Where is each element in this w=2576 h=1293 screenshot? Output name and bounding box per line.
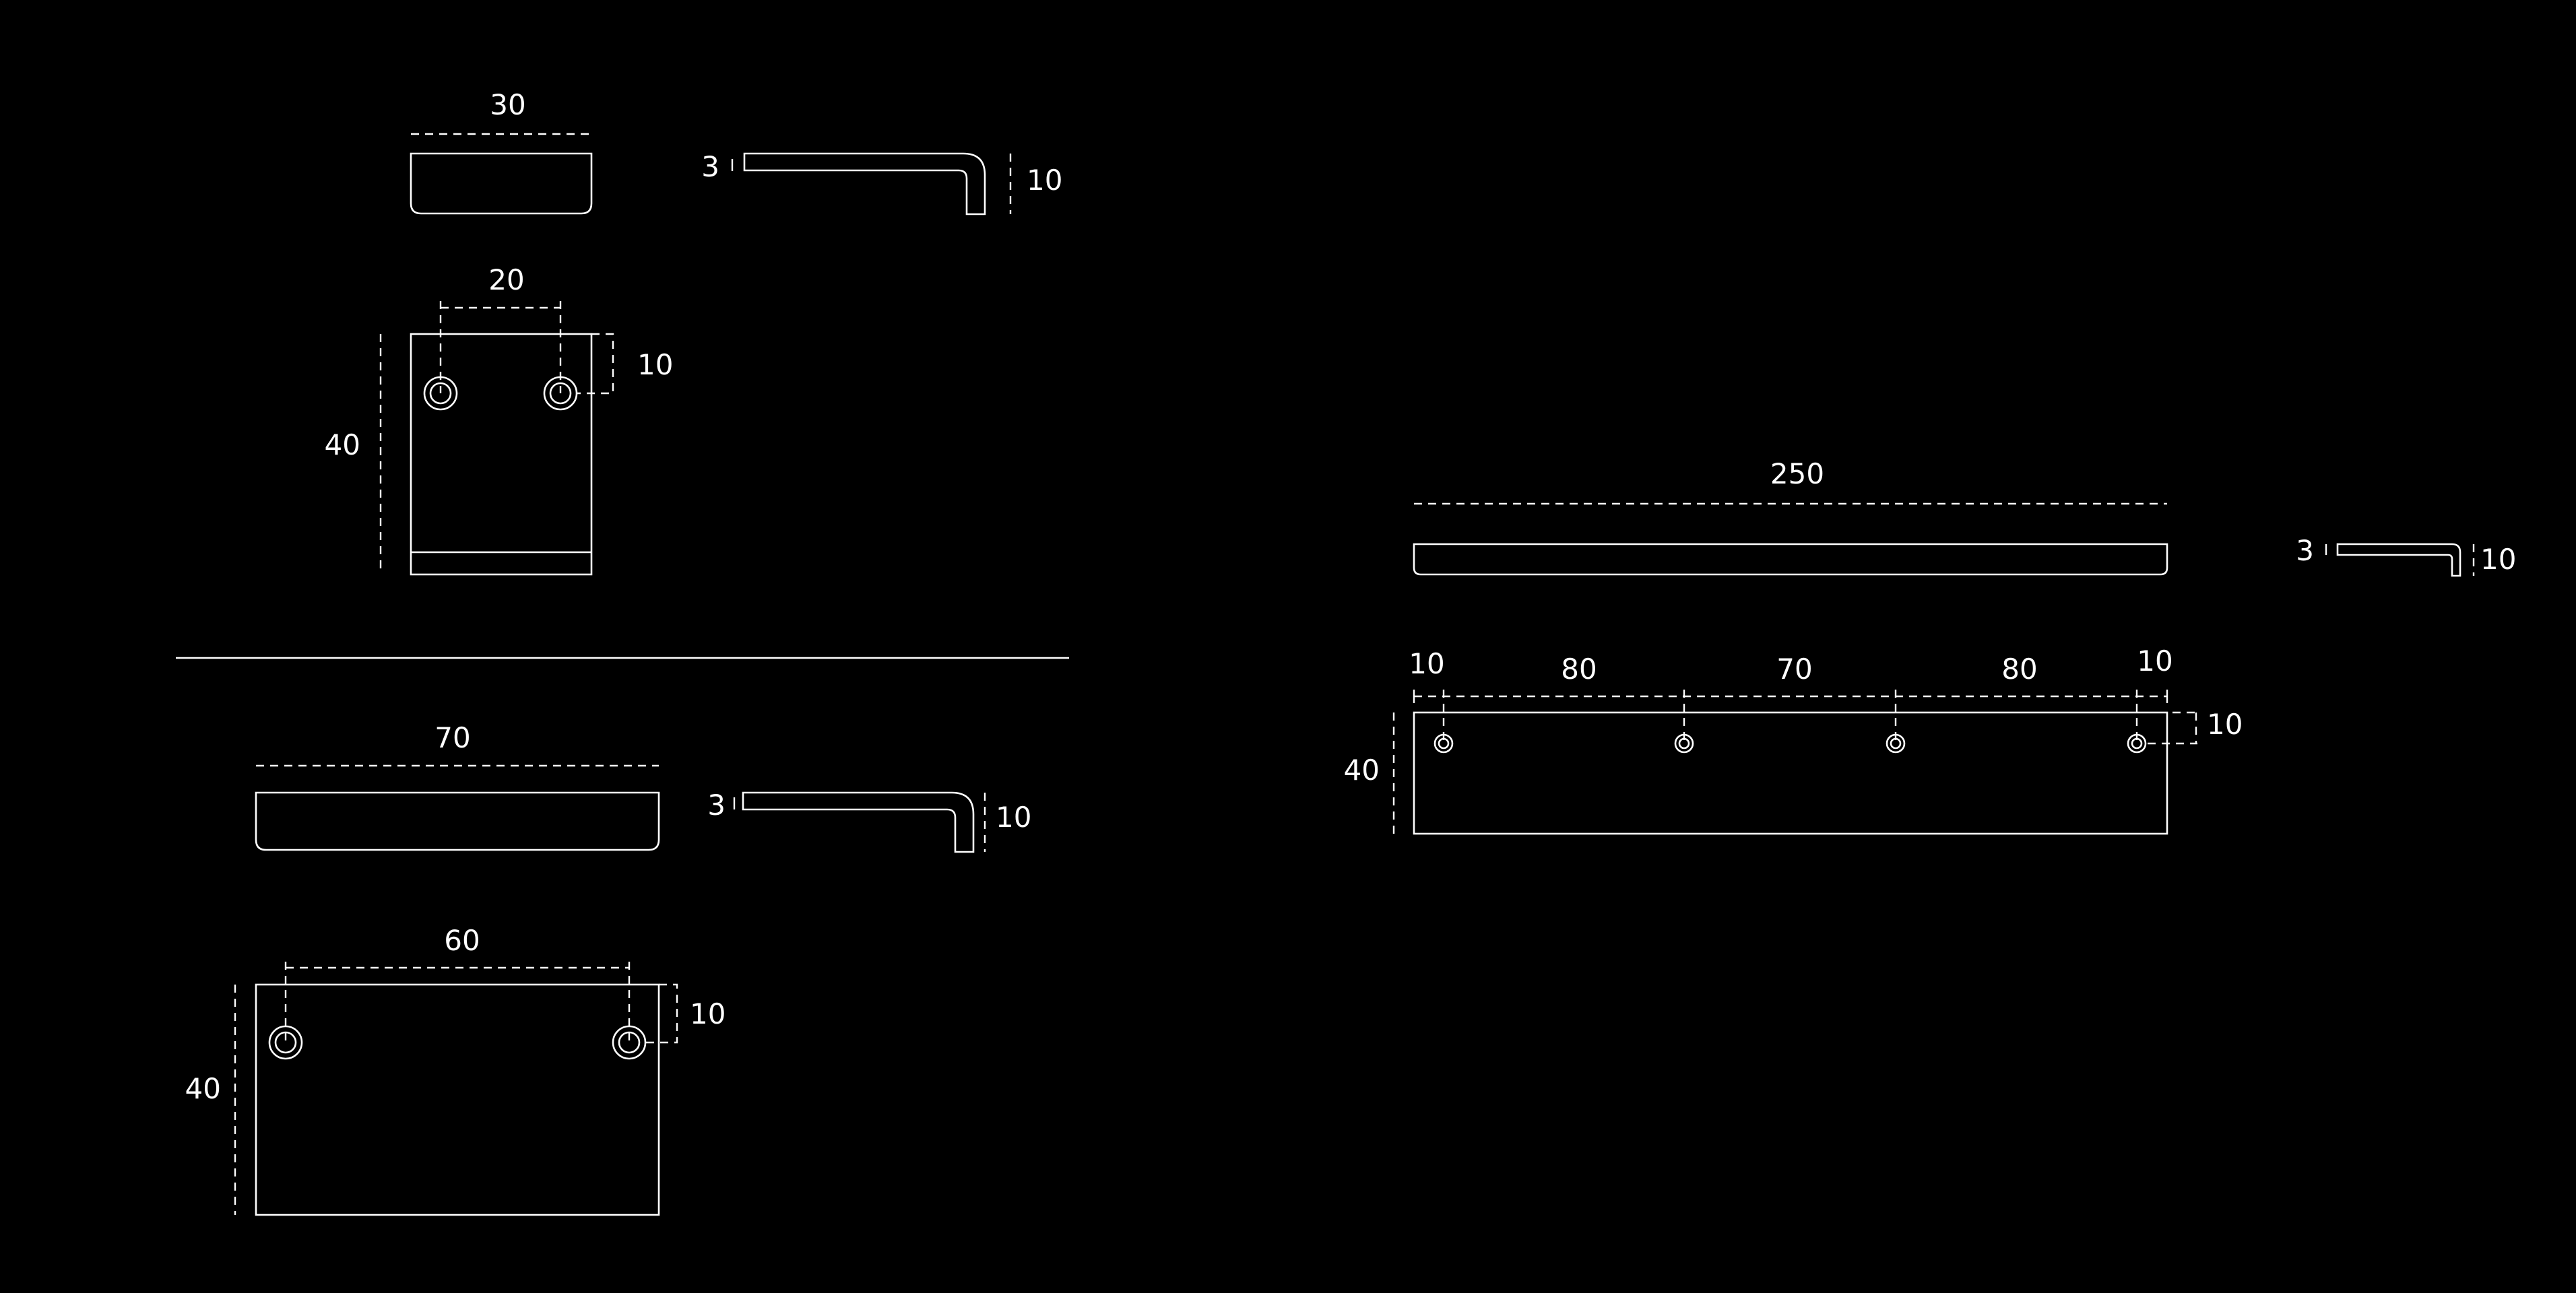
small-back-height-label: 40 <box>325 428 360 461</box>
medium-side-profile: 3 10 <box>707 789 1031 853</box>
long-hole-3-inner <box>1890 737 1902 750</box>
long-hole-offset-label: 10 <box>2207 708 2243 741</box>
small-thickness-label: 3 <box>701 150 719 183</box>
small-front-view: 30 <box>410 88 593 215</box>
small-back-outline <box>410 333 593 576</box>
medium-hole-offset-label: 10 <box>690 997 726 1030</box>
medium-front-outline <box>255 791 660 851</box>
medium-hole-left-outer <box>268 1025 303 1060</box>
long-profile-outline <box>2336 543 2461 577</box>
medium-profile-height-label: 10 <box>996 801 1031 834</box>
medium-hole-right-outer <box>612 1025 647 1060</box>
long-profile-height-label: 10 <box>2480 543 2516 576</box>
medium-profile-outline <box>742 791 975 853</box>
long-hole-4-inner <box>2131 737 2143 750</box>
medium-hole-right-inner <box>618 1031 641 1054</box>
small-front-outline <box>410 152 593 215</box>
medium-thickness-label: 3 <box>707 789 726 822</box>
small-hole-left-outer <box>423 376 458 411</box>
long-back-height-label: 40 <box>1344 754 1380 787</box>
long-front-outline <box>1413 543 2168 576</box>
medium-front-view: 70 <box>255 721 660 851</box>
medium-back-view: 60 10 40 <box>185 924 726 1216</box>
long-spacing-label-1: 10 <box>1409 647 1444 680</box>
medium-handle-group: 70 3 10 60 10 40 <box>185 721 1031 1216</box>
long-handle-group: 250 3 10 10 80 70 80 10 <box>1344 457 2516 835</box>
long-back-outline <box>1413 711 2168 835</box>
medium-hole-left-inner <box>274 1031 297 1054</box>
small-width-label: 30 <box>490 88 525 121</box>
small-hole-left-inner <box>429 382 452 405</box>
long-hole-1-inner <box>1438 737 1450 750</box>
medium-width-label: 70 <box>434 721 470 754</box>
long-hole-offset-dimension <box>2148 711 2197 745</box>
long-hole-3-outer <box>1886 733 1906 754</box>
medium-hole-offset-dimension <box>645 983 678 1044</box>
long-thickness-label: 3 <box>2296 534 2314 567</box>
long-hole-1-outer <box>1434 733 1454 754</box>
small-handle-group: 30 3 10 20 10 40 <box>325 88 1062 576</box>
long-front-view: 250 <box>1413 457 2168 576</box>
small-hole-offset-label: 10 <box>637 348 673 381</box>
small-hole-spacing-label: 20 <box>488 263 524 296</box>
small-back-view: 20 10 40 <box>325 263 673 576</box>
long-hole-2-outer <box>1674 733 1694 754</box>
small-side-profile: 3 10 <box>701 150 1062 216</box>
long-spacing-label-5: 10 <box>2137 644 2172 677</box>
medium-back-outline <box>255 983 660 1216</box>
long-back-view: 10 80 70 80 10 10 40 <box>1344 644 2243 835</box>
long-spacing-label-2: 80 <box>1561 653 1597 686</box>
long-hole-2-inner <box>1678 737 1690 750</box>
small-hole-offset-dimension <box>577 333 614 395</box>
medium-back-height-label: 40 <box>185 1072 221 1105</box>
long-side-profile: 3 10 <box>2296 534 2516 577</box>
long-hole-4-outer <box>2127 733 2147 754</box>
long-width-label: 250 <box>1770 457 1824 490</box>
long-spacing-label-3: 70 <box>1776 653 1812 686</box>
medium-hole-spacing-label: 60 <box>444 924 480 957</box>
small-profile-outline <box>743 152 986 216</box>
small-profile-height-label: 10 <box>1027 164 1062 197</box>
small-hole-right-inner <box>549 382 572 405</box>
long-spacing-label-4: 80 <box>2001 653 2037 686</box>
